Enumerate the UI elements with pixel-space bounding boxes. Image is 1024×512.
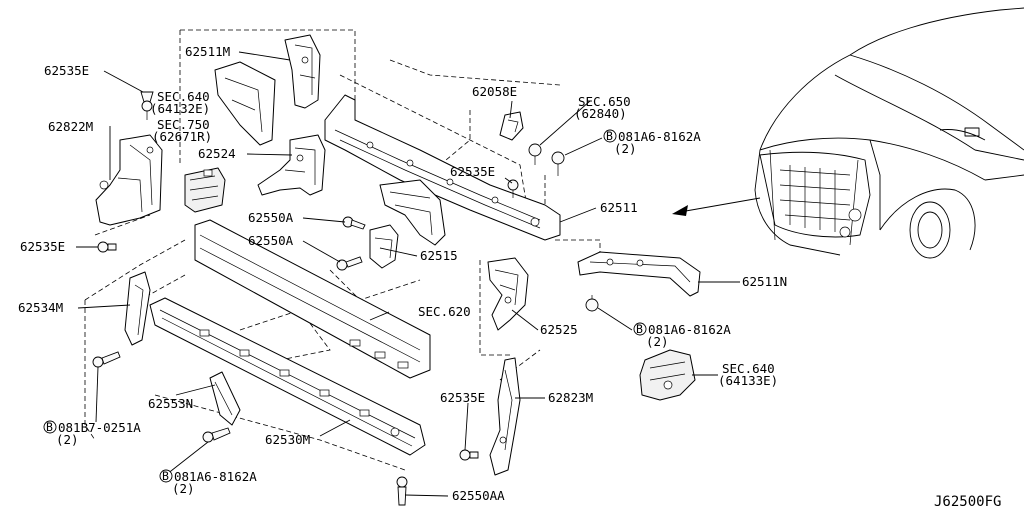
clip-62535E-left [97, 241, 117, 253]
label-62511N: 62511N [742, 274, 787, 289]
part-62524-bracket [257, 134, 326, 196]
bolt-62550A-lower [336, 256, 363, 271]
label-62822M: 62822M [48, 119, 93, 134]
bolt-081B7 [92, 351, 121, 368]
part-62822M-side-bracket [95, 134, 163, 226]
bolt-code: 081A6-8162A [174, 469, 257, 484]
reference-arrow [672, 197, 761, 216]
part-62530M-lower-support [149, 297, 426, 456]
leader-lines [76, 51, 740, 497]
part-62534M-stay [124, 271, 151, 346]
clip-62535E-mid [507, 179, 519, 198]
bolt-symbol: B [636, 322, 643, 336]
bolt-qty: (2) [56, 432, 79, 447]
part-labels: 62535E 62822M 62535E 62534M 62511M 62524… [18, 44, 787, 503]
bolt-081A6-top [551, 151, 565, 176]
label-62535E-left: 62535E [20, 239, 65, 254]
bolt-callout-left: B 081B7-0251A (2) [43, 420, 141, 447]
bolt-62550AA [396, 476, 408, 506]
label-62550A-lower: 62550A [248, 233, 294, 248]
diagram-code: J62500FG [934, 494, 1001, 510]
bolt-symbol: B [162, 469, 169, 483]
label-62534M: 62534M [18, 300, 63, 315]
label-62515: 62515 [420, 248, 458, 263]
bolt-62550A-upper [342, 216, 366, 230]
label-62550AA: 62550AA [452, 488, 505, 503]
sec640-bottom-line1: SEC.640 [722, 361, 775, 376]
sec620-line1: SEC.620 [418, 304, 471, 319]
sec750-line1: SEC.750 [157, 117, 210, 132]
part-62525-bracket [487, 257, 529, 331]
bolt-symbol: B [46, 420, 53, 434]
label-62535E-bottom: 62535E [440, 390, 485, 405]
label-62550A-upper: 62550A [248, 210, 294, 225]
part-sec620-bumper-reinforcement [194, 219, 431, 379]
part-62511N-member [577, 251, 701, 297]
label-62823M: 62823M [548, 390, 593, 405]
part-sec750-module [184, 167, 226, 213]
bolt-code: 081A6-8162A [648, 322, 731, 337]
part-62515-bracket [369, 224, 399, 269]
label-62058E: 62058E [472, 84, 517, 99]
bolt-code: 081B7-0251A [58, 420, 141, 435]
bolt-081A6-bottom [202, 427, 231, 443]
label-62511M: 62511M [185, 44, 230, 59]
sec640-bottom-line2: (64133E) [718, 373, 778, 388]
bolt-qty: (2) [646, 334, 669, 349]
clip-62058E [499, 111, 524, 141]
section-references: SEC.640 (64132E) SEC.750 (62671R) SEC.65… [150, 89, 778, 388]
bolt-sec650 [528, 143, 542, 165]
label-62511: 62511 [600, 200, 638, 215]
clip-62535E-bottom [459, 449, 479, 461]
bolt-qty: (2) [172, 481, 195, 496]
label-62525: 62525 [540, 322, 578, 337]
sec650-line1: SEC.650 [578, 94, 631, 109]
bolt-callout-mid-right: B 081A6-8162A (2) [633, 322, 731, 349]
sec750-line2: (62671R) [152, 129, 212, 144]
sec640-top-line1: SEC.640 [157, 89, 210, 104]
bolt-callout-bottom: B 081A6-8162A (2) [159, 469, 257, 496]
label-62535E-top: 62535E [44, 63, 89, 78]
label-62535E-mid: 62535E [450, 164, 495, 179]
bolt-code: 081A6-8162A [618, 129, 701, 144]
part-sec640-lower-bracket [639, 349, 696, 401]
label-62553N: 62553N [148, 396, 193, 411]
part-62823M-side-bracket [489, 357, 521, 476]
vehicle-illustration [754, 7, 1024, 259]
part-62553N-bracket [209, 371, 241, 426]
part-62511M-upper-support [214, 34, 321, 146]
bolt-callout-top-right: B 081A6-8162A (2) [603, 129, 701, 156]
bolt-qty: (2) [614, 141, 637, 156]
clip-62535E-top [140, 91, 154, 120]
label-62530M: 62530M [265, 432, 310, 447]
part-62511-core-support-upper [324, 94, 561, 246]
bolt-081A6-mid [585, 295, 599, 312]
label-62524: 62524 [198, 146, 236, 161]
bolt-symbol: B [606, 129, 613, 143]
sec640-top-line2: (64132E) [150, 101, 210, 116]
sec650-line2: (62840) [574, 106, 627, 121]
